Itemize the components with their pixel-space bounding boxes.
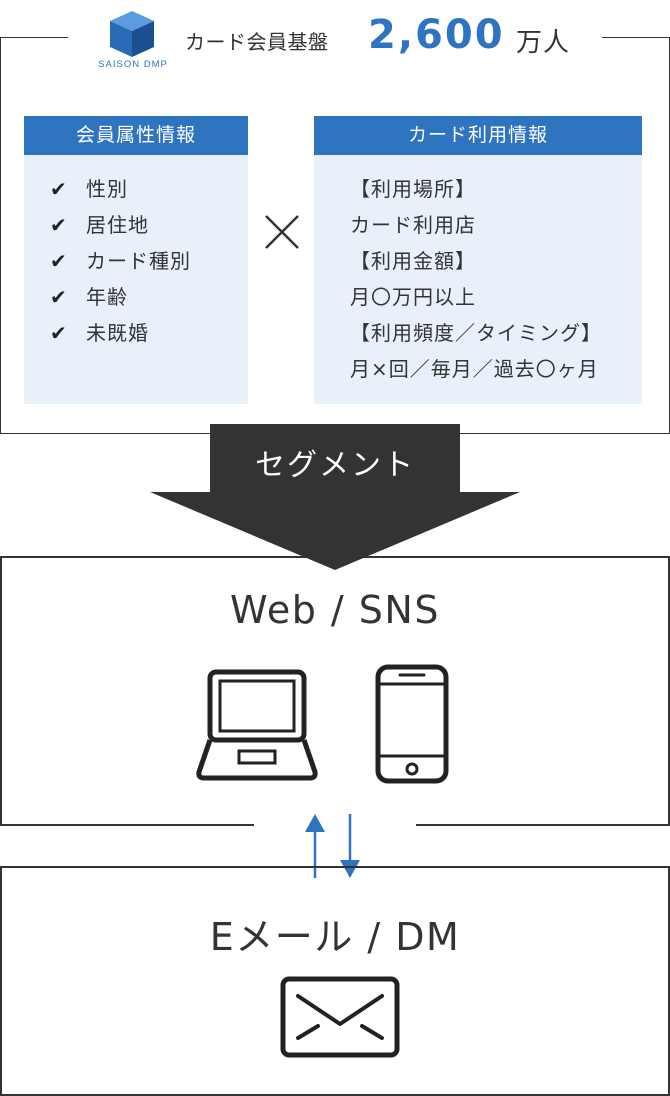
cube-logo-icon — [110, 11, 154, 57]
header-background — [68, 20, 602, 56]
arrow-down-icon — [340, 814, 360, 878]
email-dm-title: Eメール / DM — [209, 915, 461, 959]
usage-detail: 月〇万円以上 — [350, 285, 476, 309]
segment-arrow-icon — [150, 424, 520, 570]
attribute-label: カード種別 — [86, 249, 191, 273]
card-usage-list: 【利用場所】 カード利用店 【利用金額】 月〇万円以上 【利用頻度／タイミング】… — [314, 155, 642, 387]
checkmark-icon: ✔ — [50, 285, 68, 309]
list-item: ✔ カード種別 — [50, 243, 248, 279]
member-attributes-list: ✔ 性別 ✔ 居住地 ✔ カード種別 ✔ 年齢 ✔ 未既婚 — [24, 155, 248, 351]
checkmark-icon: ✔ — [50, 249, 68, 273]
member-attributes-title: 会員属性情報 — [24, 116, 248, 155]
list-item: ✔ 未既婚 — [50, 315, 248, 351]
attribute-label: 年齢 — [86, 285, 128, 309]
segment-label: セグメント — [255, 448, 415, 483]
list-item: ✔ 居住地 — [50, 207, 248, 243]
usage-detail: 月×回／毎月／過去〇ヶ月 — [350, 357, 599, 381]
connector-gap — [254, 818, 416, 874]
checkmark-icon: ✔ — [50, 321, 68, 345]
member-count-unit: 万人 — [516, 28, 571, 58]
member-base-label: カード会員基盤 — [185, 30, 329, 54]
logo-text: SAISON DMP — [98, 59, 168, 70]
multiply-icon — [265, 215, 299, 249]
laptop-icon — [196, 669, 318, 781]
member-attributes-panel: 会員属性情報 ✔ 性別 ✔ 居住地 ✔ カード種別 ✔ 年齢 ✔ 未既婚 — [24, 116, 248, 404]
attribute-label: 性別 — [86, 177, 128, 201]
saison-dmp-logo: SAISON DMP — [88, 9, 178, 70]
card-usage-panel: カード利用情報 【利用場所】 カード利用店 【利用金額】 月〇万円以上 【利用頻… — [314, 116, 642, 404]
attribute-label: 居住地 — [86, 213, 149, 237]
checkmark-icon: ✔ — [50, 177, 68, 201]
smartphone-icon — [375, 664, 449, 784]
list-item: ✔ 年齢 — [50, 279, 248, 315]
usage-heading: 【利用場所】 — [350, 177, 476, 201]
arrow-up-icon — [305, 814, 325, 878]
usage-heading: 【利用頻度／タイミング】 — [350, 321, 602, 345]
usage-heading: 【利用金額】 — [350, 249, 476, 273]
web-sns-title: Web / SNS — [230, 588, 440, 632]
email-dm-frame — [0, 866, 670, 1096]
member-count: 2,600 — [368, 12, 505, 58]
card-usage-title: カード利用情報 — [314, 116, 642, 155]
exchange-arrows — [305, 814, 360, 878]
envelope-icon — [280, 976, 400, 1058]
checkmark-icon: ✔ — [50, 213, 68, 237]
list-item: ✔ 性別 — [50, 171, 248, 207]
attribute-label: 未既婚 — [86, 321, 149, 345]
usage-detail: カード利用店 — [350, 213, 476, 237]
